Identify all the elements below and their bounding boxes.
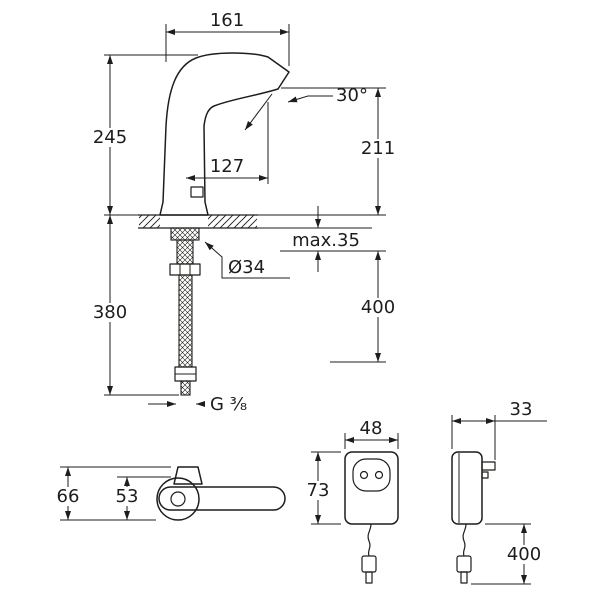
dim-outlet-height-label: 211 bbox=[361, 138, 395, 159]
dim-hose-length-label: 380 bbox=[93, 302, 127, 323]
deck-hatch-left bbox=[139, 215, 160, 228]
dim-max-deck-thickness-label: max.35 bbox=[292, 230, 360, 251]
psu-side-body bbox=[451, 451, 483, 525]
angle-leader-line bbox=[287, 95, 333, 103]
dim-thread-label: G ³⁄₈ bbox=[210, 394, 247, 415]
psu-front-view: 48 73 bbox=[301, 418, 399, 584]
mounting-nut bbox=[169, 263, 201, 276]
dim-spout-reach: 161 bbox=[165, 10, 290, 66]
psu-plug-face bbox=[352, 458, 391, 492]
psu-front-cable bbox=[367, 523, 372, 557]
deck-hatch-right bbox=[208, 215, 257, 228]
dim-label-background bbox=[359, 298, 397, 317]
escutcheon-inner-circle bbox=[170, 491, 186, 507]
dim-below-deck-length-label: 400 bbox=[361, 297, 395, 318]
dim-psu-cable-length-label: 400 bbox=[507, 544, 541, 565]
psu-front-connector bbox=[361, 555, 377, 573]
psu-side-connector-tip bbox=[460, 571, 468, 584]
dim-height-to-spout-top: 245 bbox=[91, 54, 198, 216]
dim-label-background bbox=[51, 487, 85, 506]
psu-side-cable bbox=[462, 523, 467, 557]
dim-below-deck-length: 400 bbox=[330, 251, 397, 363]
dim-label-background bbox=[91, 303, 129, 322]
dim-hole-diameter: Ø34 bbox=[204, 241, 290, 279]
escutcheon-circle bbox=[156, 477, 200, 521]
stream-direction-arrow bbox=[244, 93, 273, 131]
dim-psu-width: 48 bbox=[344, 418, 399, 449]
dim-label-background bbox=[91, 128, 129, 147]
dim-label-background bbox=[301, 481, 335, 500]
dim-label-background bbox=[359, 139, 397, 158]
dim-lever-height-label: 53 bbox=[116, 486, 139, 507]
dim-psu-width-label: 48 bbox=[360, 418, 383, 439]
dim-psu-height: 73 bbox=[301, 451, 341, 525]
dim-psu-cable-length: 400 bbox=[471, 523, 544, 585]
dim-lever-height: 53 bbox=[110, 476, 171, 520]
psu-front-connector-tip bbox=[365, 571, 373, 584]
dim-spout-projection: 127 bbox=[186, 102, 269, 184]
dim-spout-angle-label: 30° bbox=[336, 85, 368, 106]
mounting-shank bbox=[176, 239, 194, 265]
psu-pin-hole-right bbox=[374, 470, 384, 480]
faucet-side-view: 161 245 30° 211 127 bbox=[91, 10, 397, 415]
psu-plug-pin bbox=[481, 461, 496, 471]
dim-thread: G ³⁄₈ bbox=[148, 394, 247, 415]
mounting-flange bbox=[170, 227, 200, 241]
lever-handle bbox=[158, 486, 286, 511]
supply-hose bbox=[178, 274, 193, 368]
dim-lever-total-height-label: 66 bbox=[57, 486, 80, 507]
lever-top-view: 66 53 bbox=[51, 466, 286, 521]
dim-label-background bbox=[506, 545, 544, 564]
dim-outlet-height: 211 bbox=[258, 87, 397, 216]
psu-side-view: 33 400 bbox=[451, 399, 547, 585]
dim-max-deck-thickness: max.35 bbox=[258, 206, 386, 272]
psu-pin-hole-left bbox=[359, 470, 369, 480]
psu-side-connector bbox=[456, 555, 472, 573]
dim-spout-projection-label: 127 bbox=[210, 156, 244, 177]
dim-hose-length: 380 bbox=[91, 215, 179, 396]
dim-lever-total-height: 66 bbox=[51, 466, 171, 521]
dim-psu-height-label: 73 bbox=[307, 480, 330, 501]
hose-nipple bbox=[180, 380, 191, 396]
sensor-window bbox=[190, 186, 204, 198]
lever-knob bbox=[173, 466, 203, 485]
dim-label-background bbox=[110, 487, 144, 506]
psu-front-body bbox=[344, 451, 399, 525]
faucet-body-outline bbox=[159, 52, 290, 216]
dim-height-label: 245 bbox=[93, 127, 127, 148]
dim-psu-depth: 33 bbox=[451, 399, 547, 460]
psu-pin-step bbox=[481, 471, 489, 479]
dim-hole-diameter-label: Ø34 bbox=[228, 257, 265, 278]
dim-spout-reach-label: 161 bbox=[210, 10, 244, 31]
dim-psu-depth-label: 33 bbox=[510, 399, 533, 420]
leader-line bbox=[204, 241, 290, 279]
